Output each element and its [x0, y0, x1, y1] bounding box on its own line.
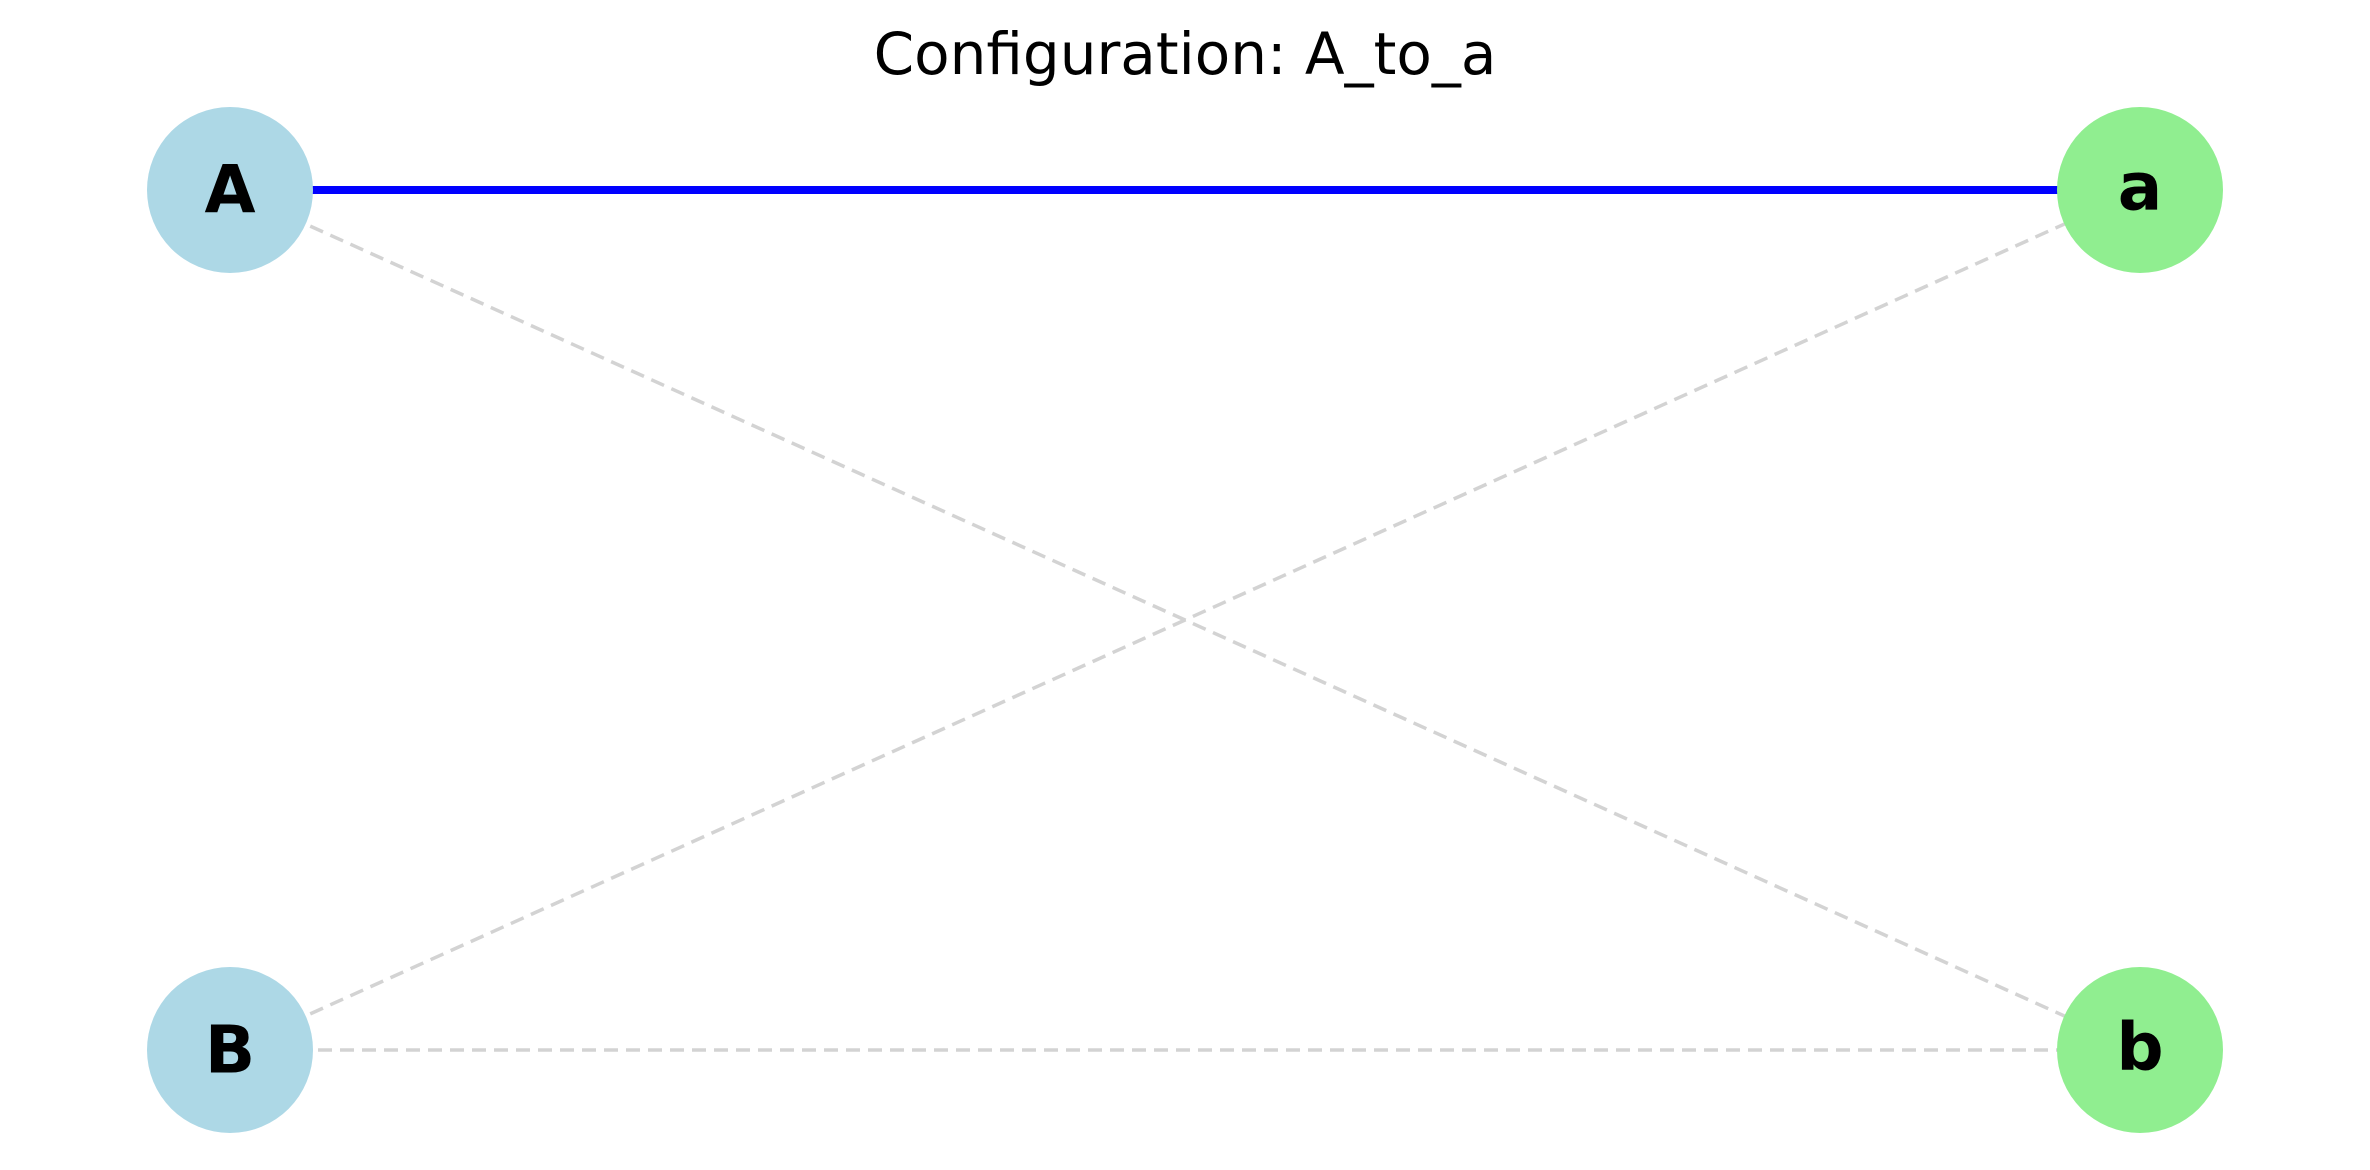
- node-a-label: a: [2118, 149, 2163, 226]
- node-A-label: A: [204, 152, 255, 229]
- node-b-label: b: [2116, 1009, 2163, 1086]
- node-B-label: B: [205, 1012, 255, 1089]
- edges-layer: [229, 174, 2141, 1052]
- node-a: a: [2057, 107, 2223, 273]
- node-B-circle: [147, 967, 313, 1133]
- diagram-title: Configuration: A_to_a: [874, 20, 1497, 88]
- edge-B-to-a: [229, 188, 2141, 1052]
- node-b: b: [2057, 967, 2223, 1133]
- node-b-circle: [2057, 967, 2223, 1133]
- node-a-circle: [2057, 107, 2223, 273]
- nodes-layer: A B a b: [147, 107, 2223, 1133]
- node-A-circle: [147, 107, 313, 273]
- node-A: A: [147, 107, 313, 273]
- node-B: B: [147, 967, 313, 1133]
